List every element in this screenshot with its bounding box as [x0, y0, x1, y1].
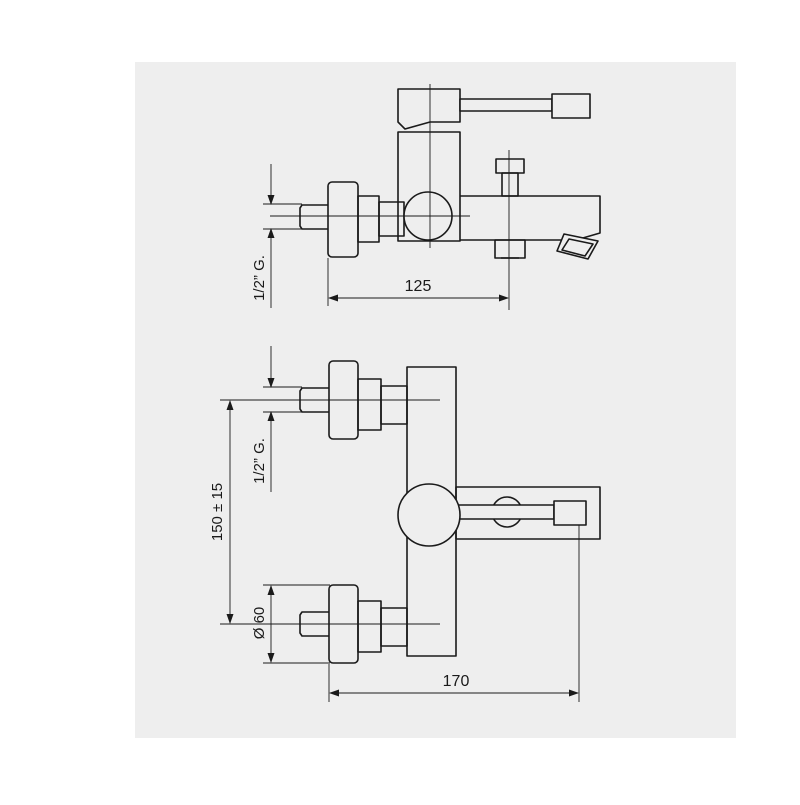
mixer-body [397, 131, 461, 242]
wall-flange [327, 181, 359, 258]
front-lever-arm [453, 504, 555, 520]
front-mixer-knob [397, 483, 461, 547]
top-view [263, 84, 601, 310]
inlet-thread [299, 204, 328, 230]
diameter-label: Ø 60 [251, 607, 268, 640]
aerator-inner [561, 238, 594, 257]
diverter-stem [501, 172, 519, 197]
front-lever-handle [553, 500, 587, 526]
front-thread-label: 1/2” G. [251, 438, 268, 484]
front-width-label: 170 [443, 673, 470, 690]
spout [460, 195, 601, 241]
lever-handle [551, 93, 591, 119]
center-distance-label: 150 ± 15 [209, 483, 226, 541]
lever-arm [459, 98, 553, 112]
top-thread-label: 1/2” G. [251, 255, 268, 301]
top-width-label: 125 [405, 278, 432, 295]
front-view [220, 346, 601, 702]
